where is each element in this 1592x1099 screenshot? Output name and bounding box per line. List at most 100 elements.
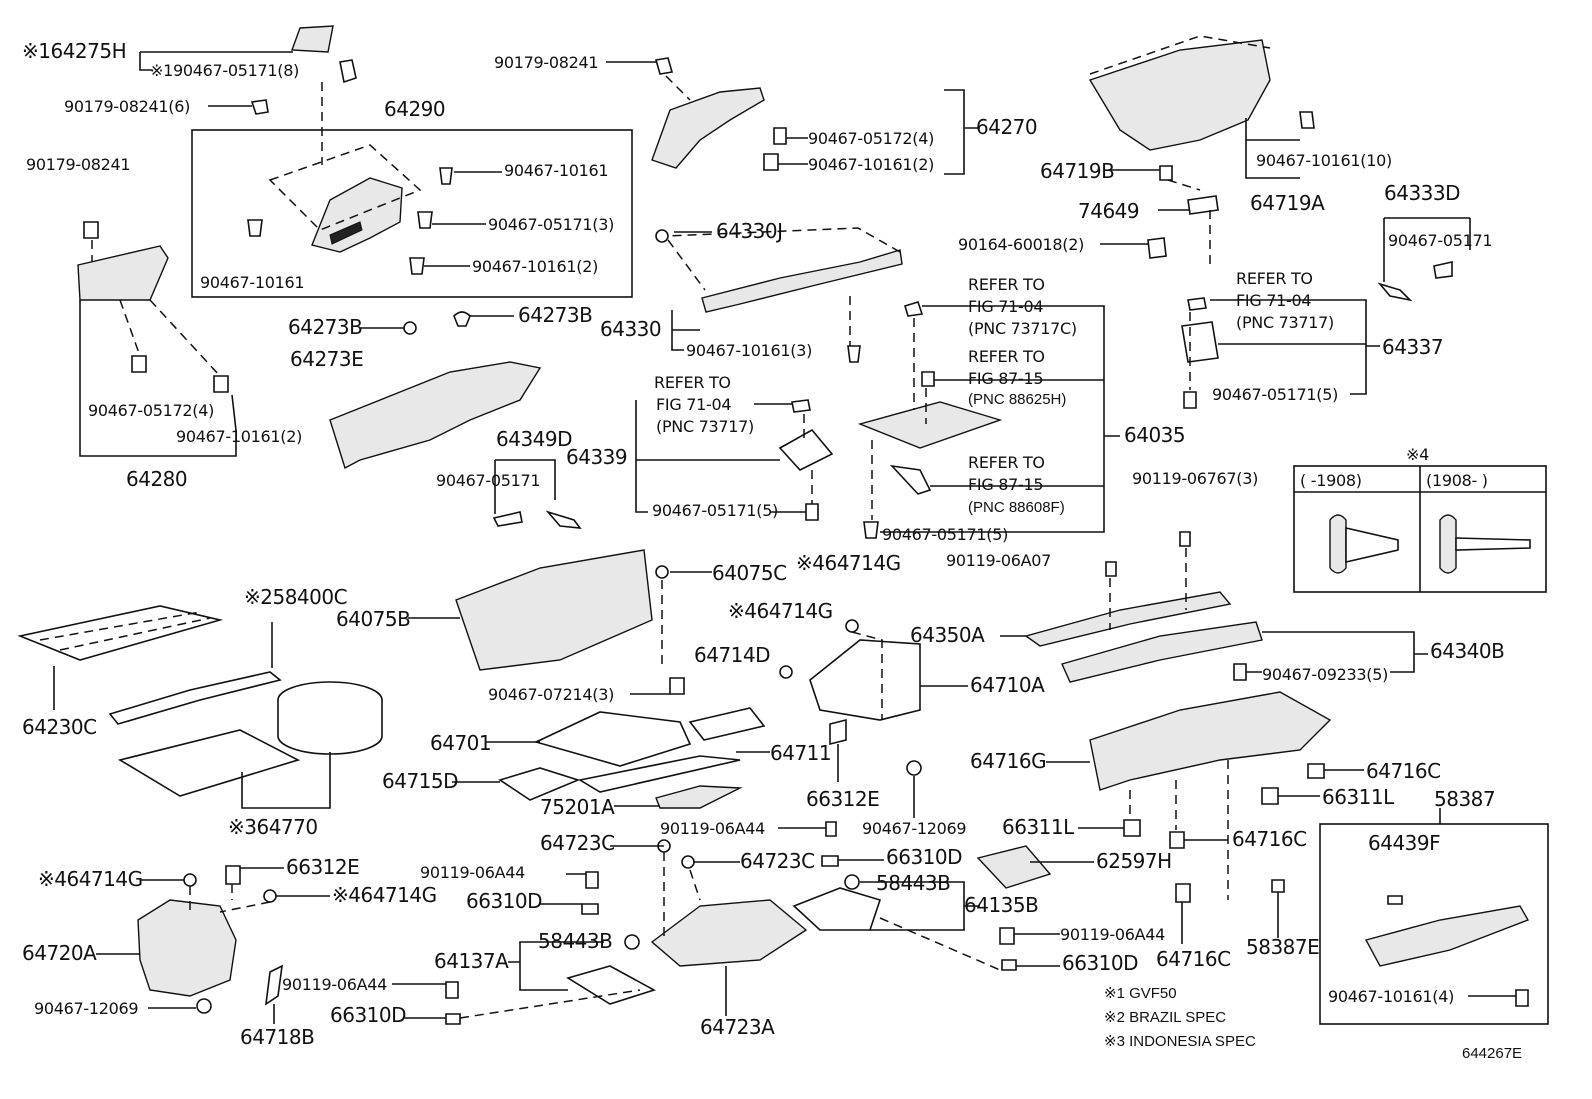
part-callout-label: 64273E [290,347,363,371]
part-90467-12069 [906,760,922,776]
part-callout-label: 90467-10161(2) [176,427,302,446]
part-64230c [17,605,224,661]
legend-box [1293,465,1547,593]
part-62597h [976,845,1052,889]
part-callout-label: 64330J [716,219,783,243]
part-callout-label: 64701 [430,731,491,755]
part-callout-label: 58387 [1434,787,1495,811]
part-callout-label: 64716G [970,749,1046,773]
part-callout-label: 64270 [976,115,1037,139]
part-callout-label: ※164275H [22,39,126,63]
part-callout-label: 64720A [22,941,97,965]
part-callout-label: 64723A [700,1015,775,1039]
part-callout-label: ※464714G [728,599,833,623]
part-callout-label: 90119-06A07 [946,551,1051,570]
part-callout-label: 66310D [886,845,962,869]
part-66312e [829,718,847,746]
part-callout-label: 90467-10161(10) [1256,151,1392,170]
part-callout-label: 64723C [740,849,815,873]
part-callout-label: 90467-09233(5) [1262,665,1388,684]
box-64290 [191,129,633,298]
part-callout-label: 90467-10161(2) [472,257,598,276]
part-64270 [651,57,787,171]
part-callout-label: 64280 [126,467,187,491]
part-callout-label: REFER TO [1236,269,1313,288]
part-callout-label: 66312E [286,855,359,879]
part-callout-label: 64715D [382,769,458,793]
part-callout-label: 58443B [538,929,612,953]
part-callout-label: 64337 [1382,335,1443,359]
part-64720a [137,865,283,1014]
part-64337 [1181,297,1219,409]
part-callout-label: 64719A [1250,191,1325,215]
part-callout-label: 64339 [566,445,627,469]
part-callout-label: 90119-06767(3) [1132,469,1258,488]
part-callout-label: 64230C [22,715,97,739]
part-callout-label: 90467-05172(4) [808,129,934,148]
part-callout-label: 90119-06A44 [1060,925,1165,944]
legend-col1: ( -1908) [1300,471,1362,490]
part-callout-label: 90467-12069 [862,819,966,838]
part-callout-label: 90179-08241 [26,155,130,174]
part-callout-label: 64340B [1430,639,1504,663]
part-64273e [329,311,542,470]
part-callout-label: (PNC 88625H) [968,391,1066,408]
part-callout-label: ※364770 [228,815,318,839]
part-58387e [1271,879,1285,893]
part-callout-label: 64349D [496,427,572,451]
part-callout-label: 58443B [876,871,950,895]
part-64719a [1088,35,1315,259]
part-callout-label: REFER TO [968,453,1045,472]
part-callout-label: 64716C [1156,947,1231,971]
part-callout-label: 90467-10161(4) [1328,987,1454,1006]
part-callout-label: REFER TO [968,275,1045,294]
part-callout-label: 62597H [1096,849,1172,873]
part-64710a [779,619,921,721]
part-callout-label: 64350A [910,623,985,647]
part-callout-label: 90179-08241 [494,53,598,72]
part-callout-label: 66310D [1062,951,1138,975]
part-callout-label: 90467-05171 [436,471,540,490]
part-callout-label: 64716C [1232,827,1307,851]
part-64275h [291,25,357,84]
part-callout-label: 64714D [694,643,770,667]
part-callout-label: 64273B [518,303,592,327]
part-callout-label: ※464714G [796,551,901,575]
part-callout-label: 90467-05171(5) [882,525,1008,544]
legend-mark: ※4 [1406,445,1429,464]
part-callout-label: (PNC 88608F) [968,499,1065,516]
part-callout-label: 64723C [540,831,615,855]
part-64075b [455,549,685,695]
part-callout-label: 90467-10161(3) [686,341,812,360]
part-callout-label: ※464714G [38,867,143,891]
part-callout-label: 64137A [434,949,509,973]
part-64723a [650,821,839,967]
part-callout-label: FIG 87-15 [968,475,1043,494]
part-64330 [655,229,903,363]
part-64716c [1169,831,1185,849]
part-callout-label: ※190467-05171(8) [150,61,299,80]
part-callout-label: 90467-10161 [200,273,304,292]
part-64340b [1061,621,1263,683]
part-callout-label: 90467-05171 [1388,231,1492,250]
part-callout-label: 58387E [1246,935,1319,959]
part-58400c [108,671,282,725]
part-callout-label: 90119-06A44 [660,819,765,838]
part-callout-label: FIG 71-04 [1236,291,1311,310]
part-callout-label: 64135B [964,893,1038,917]
part-callout-label: 90467-05172(4) [88,401,214,420]
part-callout-label: 90467-10161(2) [808,155,934,174]
part-64280 [77,221,229,393]
part-callout-label: 90467-12069 [34,999,138,1018]
part-64135b [792,874,1017,971]
part-callout-label: FIG 87-15 [968,369,1043,388]
part-callout-label: 90119-06A44 [420,863,525,882]
part-callout-label: 66310D [330,1003,406,1027]
figure-code: 644267E [1462,1045,1522,1062]
note-1: ※1 GVF50 [1104,985,1177,1002]
part-callout-label: 66310D [466,889,542,913]
part-callout-label: 66311L [1322,785,1395,809]
part-callout-label: (PNC 73717C) [968,319,1077,338]
part-66311l [1123,819,1141,837]
